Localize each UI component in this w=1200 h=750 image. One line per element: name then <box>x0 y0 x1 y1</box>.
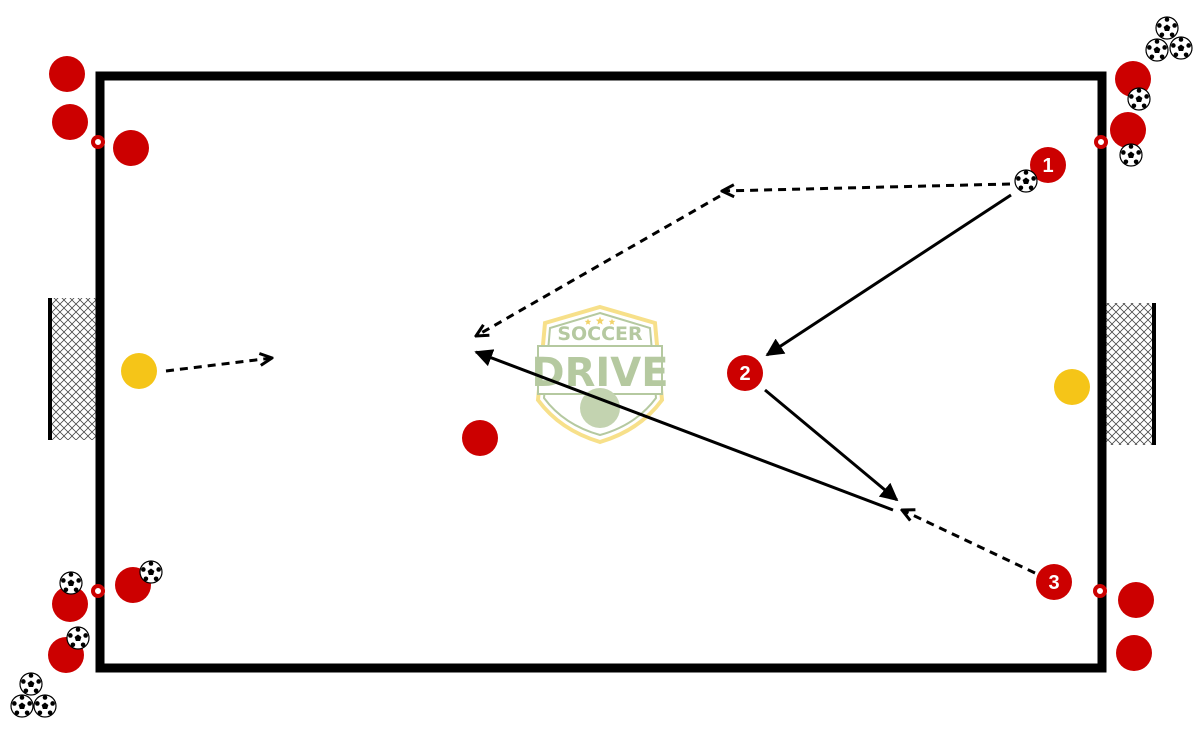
pass-arrow <box>764 388 899 502</box>
player-marker <box>1110 112 1146 148</box>
soccer-ball-icon <box>59 571 83 595</box>
soccer-ball-icon <box>1155 16 1179 40</box>
cone-icon <box>91 584 105 598</box>
soccer-ball-icon <box>19 672 43 696</box>
dribble-run-arrow <box>476 194 721 336</box>
player-marker <box>1118 582 1154 618</box>
dribble-run-arrow <box>165 358 272 373</box>
field-boundary <box>95 71 1107 673</box>
right-goal <box>1106 303 1156 445</box>
soccer-drive-logo: SOCCER DRIVE <box>531 304 669 445</box>
logo-stars-icon <box>584 316 616 325</box>
player-marker <box>52 586 88 622</box>
player-1: 1 <box>1030 147 1066 183</box>
soccer-ball-icon <box>1014 169 1038 193</box>
player-3-label: 3 <box>1048 572 1059 594</box>
cone-icon <box>1093 584 1107 598</box>
dribble-run-arrow <box>902 510 1036 575</box>
soccer-ball-icon <box>33 694 57 718</box>
player-marker <box>1116 635 1152 671</box>
soccer-ball-icon <box>1127 87 1151 111</box>
left-goal <box>48 298 96 440</box>
soccer-ball-icon <box>66 626 90 650</box>
logo-text-drive: DRIVE <box>531 350 668 396</box>
player-marker <box>52 104 88 140</box>
soccer-ball-icon <box>1119 143 1143 167</box>
soccer-ball-icon <box>1145 38 1169 62</box>
player-3: 3 <box>1036 564 1072 600</box>
pass-arrow <box>474 349 894 512</box>
soccer-ball-icon <box>10 694 34 718</box>
cone-icon <box>1094 135 1108 149</box>
player-marker <box>462 420 498 456</box>
soccer-ball-icon <box>139 560 163 584</box>
cone-icon <box>91 135 105 149</box>
player-2-label: 2 <box>739 363 750 385</box>
goalkeeper-marker <box>121 353 157 389</box>
player-marker <box>113 130 149 166</box>
dribble-run-arrow <box>722 182 1011 191</box>
logo-text-soccer: SOCCER <box>557 323 643 345</box>
pass-arrow <box>765 193 1012 357</box>
player-1-label: 1 <box>1042 155 1053 177</box>
player-2: 2 <box>727 355 763 391</box>
goalkeeper-marker <box>1054 369 1090 405</box>
soccer-ball-icon <box>1169 36 1193 60</box>
player-marker <box>49 56 85 92</box>
